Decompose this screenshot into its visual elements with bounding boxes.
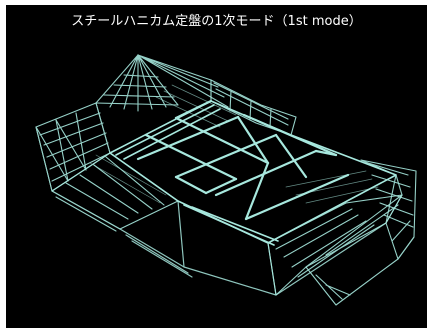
front-right-wedge: [267, 194, 403, 296]
mode-shape-wireframe: [35, 54, 417, 306]
top-deck: [109, 100, 397, 246]
honeycomb-grid: [136, 99, 350, 221]
back-right-corner: [210, 79, 297, 136]
left-flap: [35, 102, 111, 192]
fine-mesh: [89, 84, 379, 204]
figure-panel: スチールハニカム定盤の1次モード（1st mode）: [6, 5, 427, 328]
front-left-corner: [51, 152, 179, 232]
right-end: [305, 159, 417, 306]
back-left-pyramid: [95, 54, 229, 112]
figure-title: スチールハニカム定盤の1次モード（1st mode）: [71, 14, 362, 29]
